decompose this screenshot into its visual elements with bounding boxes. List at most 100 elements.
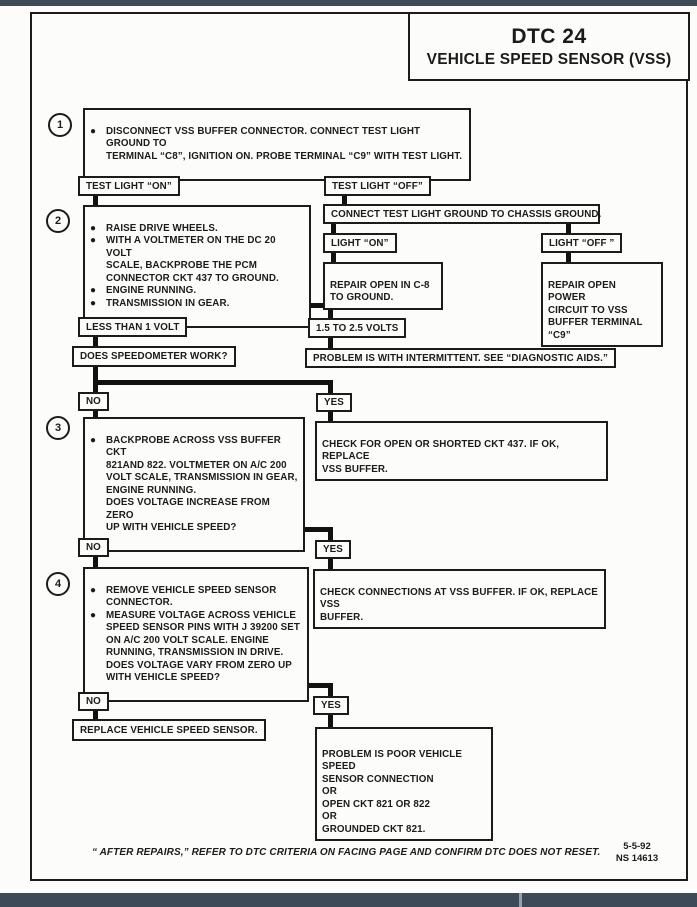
connector — [566, 224, 571, 234]
check-ckt437-text: CHECK FOR OPEN OR SHORTED CKT 437. IF OK… — [322, 438, 560, 475]
repair-open-c8-text: REPAIR OPEN IN C-8 TO GROUND. — [330, 279, 430, 304]
check-buffer-box: CHECK CONNECTIONS AT VSS BUFFER. IF OK, … — [313, 569, 606, 629]
step-number-4-label: 4 — [54, 578, 62, 590]
branch-yes-1: YES — [316, 393, 352, 412]
bullet-icon: ● — [90, 297, 97, 309]
result-light-on: LIGHT “ON” — [323, 233, 397, 253]
step-number-4: 4 — [46, 572, 70, 596]
step-number-3-label: 3 — [54, 422, 62, 434]
speedometer-question-box: DOES SPEEDOMETER WORK? — [72, 346, 236, 367]
replace-vss-box: REPLACE VEHICLE SPEED SENSOR. — [72, 719, 266, 741]
step1-action-box: ● DISCONNECT VSS BUFFER CONNECTOR. CONNE… — [83, 108, 471, 181]
branch-no-1: NO — [78, 392, 109, 411]
step-number-3: 3 — [46, 416, 70, 440]
step1-text: DISCONNECT VSS BUFFER CONNECTOR. CONNECT… — [106, 125, 463, 162]
result-less-than-1v: LESS THAN 1 VOLT — [78, 317, 188, 337]
result-light-on-label: LIGHT “ON” — [331, 237, 389, 249]
repair-open-c8-box: REPAIR OPEN IN C-8 TO GROUND. — [323, 262, 443, 310]
connector — [328, 303, 333, 318]
step2-action-box: ● RAISE DRIVE WHEELS. ● WITH A VOLTMETER O… — [83, 205, 311, 328]
connector — [566, 252, 571, 263]
footer-ref: NS 14613 — [615, 853, 659, 864]
step2-bullet-2: WITH A VOLTMETER ON THE DC 20 VOLT SCALE… — [106, 235, 279, 284]
repair-open-power-box: REPAIR OPEN POWER CIRCUIT TO VSS BUFFER … — [541, 262, 663, 347]
chassis-ground-box: CONNECT TEST LIGHT GROUND TO CHASSIS GRO… — [323, 204, 602, 224]
result-light-off: LIGHT “OFF ” — [541, 233, 623, 253]
step3-action-box: ● BACKPROBE ACROSS VSS BUFFER CKT 821AND … — [83, 417, 305, 552]
footer-date: 5-5-92 — [623, 841, 651, 852]
branch-yes-2: YES — [315, 540, 351, 559]
poor-connection-text: PROBLEM IS POOR VEHICLE SPEED SENSOR CON… — [322, 748, 463, 835]
step2-bullet-4: TRANSMISSION IN GEAR. — [106, 297, 230, 309]
step3-bullet-1: BACKPROBE ACROSS VSS BUFFER CKT 821AND 8… — [106, 434, 298, 534]
chassis-ground-label: CONNECT TEST LIGHT GROUND TO CHASSIS GRO… — [331, 208, 602, 220]
page-subtitle: VEHICLE SPEED SENSOR (VSS) — [426, 50, 672, 68]
step-number-2-label: 2 — [54, 215, 62, 227]
connector — [328, 338, 333, 349]
connector — [328, 380, 333, 393]
result-test-light-on-label: TEST LIGHT “ON” — [86, 180, 172, 192]
connector — [328, 412, 333, 422]
speedometer-question-label: DOES SPEEDOMETER WORK? — [80, 351, 228, 362]
check-ckt437-box: CHECK FOR OPEN OR SHORTED CKT 437. IF OK… — [315, 421, 608, 481]
bullet-icon: ● — [90, 609, 97, 621]
branch-no-1-label: NO — [86, 396, 101, 407]
page-title: DTC 24 — [511, 24, 587, 48]
bottom-bar-divider — [519, 893, 522, 907]
connector — [328, 683, 333, 696]
connector — [93, 711, 98, 720]
repair-open-power-text: REPAIR OPEN POWER CIRCUIT TO VSS BUFFER … — [548, 279, 643, 341]
connector — [93, 336, 98, 347]
connector — [93, 380, 333, 385]
step-number-1-label: 1 — [56, 119, 64, 131]
page-border — [30, 12, 688, 881]
result-1-5-to-2-5-volts: 1.5 TO 2.5 VOLTS — [308, 318, 407, 338]
result-test-light-off: TEST LIGHT “OFF” — [324, 176, 431, 196]
step4-bullet-1: REMOVE VEHICLE SPEED SENSOR CONNECTOR. — [106, 584, 277, 609]
step2-bullet-1: RAISE DRIVE WHEELS. — [106, 222, 218, 234]
connector — [331, 252, 336, 263]
branch-yes-2-label: YES — [323, 544, 343, 555]
bullet-icon: ● — [90, 285, 97, 296]
branch-yes-3: YES — [313, 696, 349, 715]
connector — [328, 559, 333, 571]
result-less-than-1v-label: LESS THAN 1 VOLT — [86, 321, 180, 333]
connector — [93, 556, 98, 568]
result-test-light-on: TEST LIGHT “ON” — [78, 176, 180, 196]
result-1-5-to-2-5-volts-label: 1.5 TO 2.5 VOLTS — [316, 322, 399, 334]
step4-action-box: ●REMOVE VEHICLE SPEED SENSOR CONNECTOR. … — [83, 567, 309, 702]
bullet-icon: ● — [90, 125, 97, 137]
intermittent-problem-box: PROBLEM IS WITH INTERMITTENT. SEE “DIAGN… — [305, 348, 616, 368]
connector — [342, 195, 347, 205]
step-number-1: 1 — [48, 113, 72, 137]
intermittent-problem-label: PROBLEM IS WITH INTERMITTENT. SEE “DIAGN… — [313, 352, 608, 364]
step4-bullet-2: MEASURE VOLTAGE ACROSS VEHICLE SPEED SEN… — [106, 609, 300, 684]
branch-no-3-label: NO — [86, 696, 101, 707]
step2-bullet-3: ENGINE RUNNING. — [106, 285, 197, 296]
poor-connection-box: PROBLEM IS POOR VEHICLE SPEED SENSOR CON… — [315, 727, 493, 841]
replace-vss-label: REPLACE VEHICLE SPEED SENSOR. — [80, 724, 258, 736]
after-repairs-note: “ AFTER REPAIRS,” REFER TO DTC CRITERIA … — [92, 847, 601, 858]
step-number-2: 2 — [46, 209, 70, 233]
branch-no-3: NO — [78, 692, 109, 711]
branch-yes-3-label: YES — [321, 700, 341, 711]
title-box: DTC 24 VEHICLE SPEED SENSOR (VSS) — [408, 12, 690, 81]
top-bar — [0, 0, 697, 6]
bottom-bar — [0, 893, 697, 907]
branch-no-2: NO — [78, 538, 109, 557]
result-light-off-label: LIGHT “OFF ” — [549, 237, 615, 249]
branch-yes-1-label: YES — [324, 397, 344, 408]
connector — [328, 527, 333, 541]
bullet-icon: ● — [90, 584, 97, 596]
branch-no-2-label: NO — [86, 542, 101, 553]
result-test-light-off-label: TEST LIGHT “OFF” — [332, 180, 423, 192]
connector — [93, 410, 98, 418]
bullet-icon: ● — [90, 235, 97, 246]
bullet-icon: ● — [90, 222, 97, 234]
connector — [93, 367, 98, 392]
bullet-icon: ● — [90, 434, 97, 446]
check-buffer-text: CHECK CONNECTIONS AT VSS BUFFER. IF OK, … — [320, 586, 598, 623]
connector — [328, 715, 333, 728]
footer-code: 5-5-92 NS 14613 — [605, 841, 669, 865]
